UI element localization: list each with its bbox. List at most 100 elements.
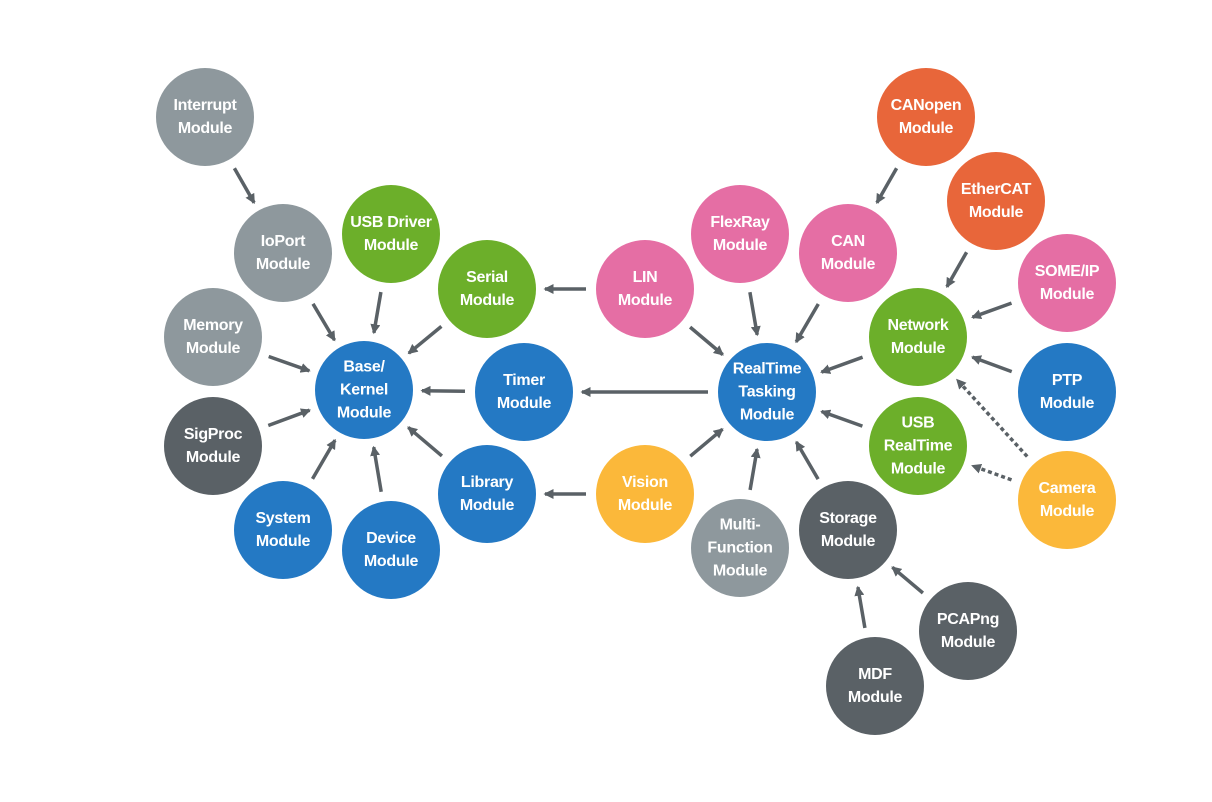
node-label-interrupt-line-1: Module	[178, 120, 233, 137]
node-label-ethercat-line-0: EtherCAT	[961, 181, 1032, 198]
arrow-device-to-base	[370, 445, 383, 493]
node-label-multifunction-line-2: Module	[713, 563, 768, 580]
arrow-interrupt-to-ioport	[232, 167, 256, 205]
node-circle-usbrealtime	[869, 397, 967, 495]
node-label-timer-line-1: Module	[497, 395, 552, 412]
node-ethercat: EtherCAT Module	[947, 152, 1045, 250]
arrow-pcapng-to-storage	[891, 565, 925, 595]
node-label-lin-line-0: LIN	[633, 269, 658, 286]
node-label-realtime-line-2: Module	[740, 407, 795, 424]
node-circle-camera	[1018, 451, 1116, 549]
node-circle-device	[342, 501, 440, 599]
node-label-sigproc-line-1: Module	[186, 449, 241, 466]
node-label-vision-line-1: Module	[618, 497, 673, 514]
node-label-pcapng-line-0: PCAPng	[937, 611, 999, 628]
node-label-vision-line-0: Vision	[622, 474, 668, 491]
node-circle-multifunction	[691, 499, 789, 597]
arrow-usbrealtime-to-realtime	[820, 409, 863, 428]
node-label-canopen-line-1: Module	[899, 120, 954, 137]
node-label-ethercat-line-1: Module	[969, 204, 1024, 221]
node-label-usbrealtime-line-1: RealTime	[884, 438, 953, 455]
arrow-lin-to-realtime	[688, 325, 724, 356]
node-label-system-line-1: Module	[256, 533, 311, 550]
node-label-interrupt-line-0: Interrupt	[173, 97, 237, 114]
arrow-camera-to-network	[955, 378, 1029, 458]
node-circle-network	[869, 288, 967, 386]
arrow-mdf-to-storage	[854, 585, 867, 629]
node-circle-usbdriver	[342, 185, 440, 283]
node-label-camera-line-0: Camera	[1039, 480, 1096, 497]
node-circle-mdf	[826, 637, 924, 735]
node-circle-memory	[164, 288, 262, 386]
node-circle-serial	[438, 240, 536, 338]
node-label-can-line-1: Module	[821, 256, 876, 273]
node-label-serial-line-0: Serial	[466, 269, 508, 286]
arrow-can-to-realtime	[794, 303, 820, 344]
node-circle-library	[438, 445, 536, 543]
node-circle-someip	[1018, 234, 1116, 332]
arrow-someip-to-network	[971, 301, 1013, 320]
node-label-timer-line-0: Timer	[503, 372, 545, 389]
nodes-layer: InterruptModuleIoPortModuleMemoryModuleS…	[156, 68, 1116, 735]
node-label-library-line-0: Library	[461, 474, 514, 491]
node-label-usbrealtime-line-0: USB	[902, 415, 935, 432]
node-label-base-line-0: Base/	[343, 359, 385, 376]
node-label-canopen-line-0: CANopen	[891, 97, 962, 114]
node-circle-canopen	[877, 68, 975, 166]
node-label-someip-line-0: SOME/IP	[1035, 263, 1100, 280]
arrow-network-to-realtime	[820, 355, 864, 374]
arrow-multifunction-to-realtime	[748, 447, 761, 491]
node-circle-ethercat	[947, 152, 1045, 250]
arrow-storage-to-realtime	[794, 440, 820, 480]
node-circle-ptp	[1018, 343, 1116, 441]
node-label-storage-line-0: Storage	[819, 510, 877, 527]
node-label-sigproc-line-0: SigProc	[184, 426, 243, 443]
arrow-usbdriver-to-base	[370, 291, 383, 335]
node-circle-ioport	[234, 204, 332, 302]
arrow-ptp-to-network	[970, 355, 1013, 374]
node-circle-flexray	[691, 185, 789, 283]
arrow-memory-to-base	[268, 354, 311, 373]
node-circle-system	[234, 481, 332, 579]
node-label-mdf-line-1: Module	[848, 689, 903, 706]
node-circle-vision	[596, 445, 694, 543]
node-label-system-line-0: System	[255, 510, 310, 527]
node-label-device-line-1: Module	[364, 553, 419, 570]
node-circle-lin	[596, 240, 694, 338]
node-circle-timer	[475, 343, 573, 441]
node-label-storage-line-1: Module	[821, 533, 876, 550]
node-label-realtime-line-1: Tasking	[738, 384, 795, 401]
arrow-timer-to-base	[420, 385, 466, 396]
node-label-multifunction-line-0: Multi-	[720, 517, 761, 534]
edges-layer	[232, 167, 1029, 629]
node-label-camera-line-1: Module	[1040, 503, 1095, 520]
arrow-flexray-to-realtime	[748, 291, 761, 337]
node-label-ioport-line-0: IoPort	[261, 233, 306, 250]
node-lin: LIN Module	[596, 240, 694, 338]
node-label-usbrealtime-line-2: Module	[891, 461, 946, 478]
node-label-base-line-1: Kernel	[340, 382, 388, 399]
node-label-lin-line-1: Module	[618, 292, 673, 309]
arrow-canopen-to-can	[875, 167, 899, 205]
node-label-serial-line-1: Module	[460, 292, 515, 309]
node-label-realtime-line-0: RealTime	[733, 361, 802, 378]
node-label-memory-line-1: Module	[186, 340, 241, 357]
arrow-vision-to-realtime	[689, 427, 724, 458]
node-label-pcapng-line-1: Module	[941, 634, 996, 651]
node-label-someip-line-1: Module	[1040, 286, 1095, 303]
